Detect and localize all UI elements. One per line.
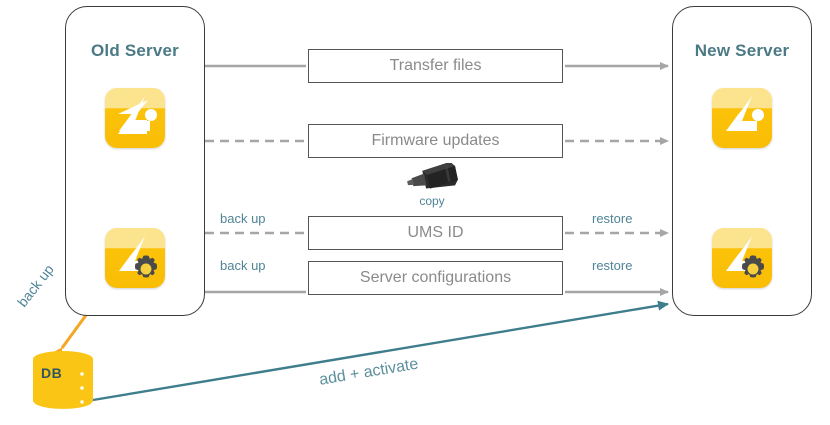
old-server-ums-console-icon[interactable] [105, 88, 165, 148]
old-server-ums-admin-icon[interactable] [105, 228, 165, 288]
right-label-ums-id: restore [592, 211, 633, 226]
tile-gloss [105, 88, 165, 109]
row-label: Server configurations [359, 269, 512, 286]
new-server-title: New Server [694, 41, 790, 60]
new-server-ums-console-icon[interactable] [712, 88, 772, 148]
left-label-server-configurations: back up [220, 258, 266, 273]
right-label-server-configurations: restore [592, 258, 633, 273]
row-label: UMS ID [407, 224, 464, 241]
row-box-ums-id[interactable]: UMS ID [308, 216, 563, 250]
row-box-transfer-files[interactable]: Transfer files [308, 49, 563, 83]
tile-gloss [712, 88, 772, 109]
left-label-ums-id: back up [220, 211, 266, 226]
gear-icon [741, 255, 765, 278]
old-server-title: Old Server [91, 41, 179, 60]
row-box-server-configurations[interactable]: Server configurations [308, 261, 563, 295]
row-box-firmware-updates[interactable]: Firmware updates [308, 124, 563, 158]
igel-swoosh-icon [726, 96, 764, 131]
row-label: Transfer files [389, 57, 482, 74]
igel-swoosh-icon [118, 96, 157, 134]
new-server-ums-admin-icon[interactable] [712, 228, 772, 288]
usb-copy-label: copy [419, 194, 445, 208]
tile-gloss [712, 228, 772, 249]
database-cylinder-icon[interactable] [30, 350, 96, 412]
arrow-add-activate [92, 300, 669, 402]
tile-gloss [105, 228, 165, 249]
usb-flash-drive-icon[interactable] [404, 163, 460, 193]
database-label: DB [41, 365, 63, 381]
gear-icon [134, 255, 158, 278]
row-label: Firmware updates [371, 132, 500, 149]
